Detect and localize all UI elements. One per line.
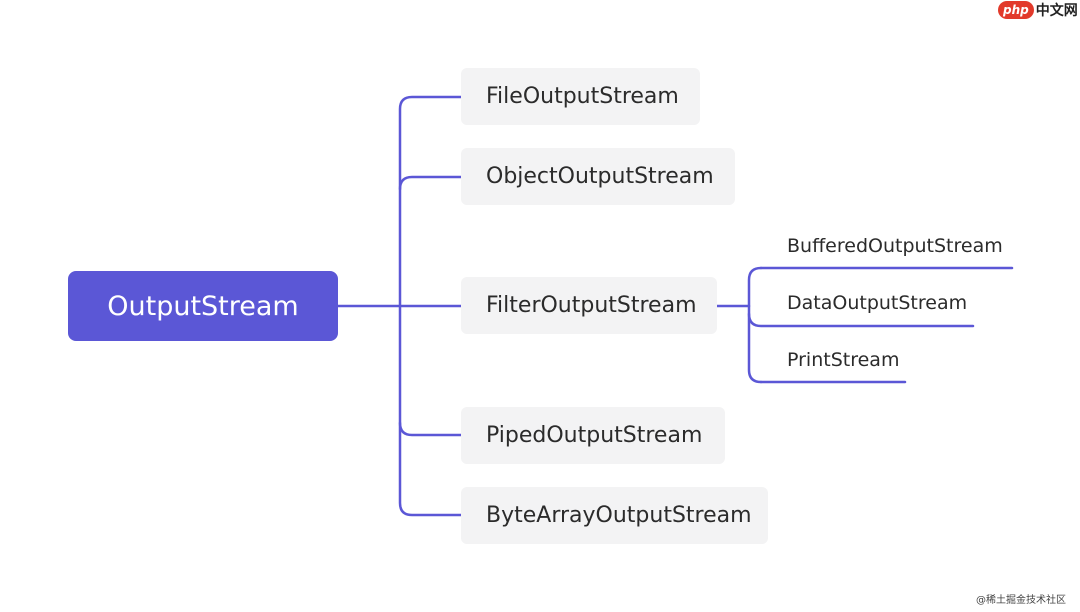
- node-bytearrayoutputstream: ByteArrayOutputStream: [461, 487, 768, 544]
- node-objectoutputstream: ObjectOutputStream: [461, 148, 735, 205]
- node-pipedoutputstream: PipedOutputStream: [461, 407, 725, 464]
- connector-child-piped: [398, 421, 463, 437]
- node-filteroutputstream: FilterOutputStream: [461, 277, 717, 334]
- root-node-outputstream: OutputStream: [68, 271, 338, 341]
- node-label: ByteArrayOutputStream: [486, 503, 752, 528]
- leaf-label: DataOutputStream: [787, 292, 968, 314]
- connector-child-object: [398, 175, 463, 191]
- leaf-printstream: PrintStream: [787, 346, 899, 374]
- node-fileoutputstream: FileOutputStream: [461, 68, 700, 125]
- connector-leaf-data: [747, 312, 975, 328]
- root-node-label: OutputStream: [107, 290, 299, 322]
- php-watermark: php 中文网: [998, 0, 1078, 20]
- connector-filter-trunk: [747, 266, 763, 384]
- leaf-bufferedoutputstream: BufferedOutputStream: [787, 232, 1003, 260]
- leaf-label: PrintStream: [787, 349, 900, 371]
- node-label: FilterOutputStream: [486, 293, 697, 318]
- connector-trunk: [398, 95, 463, 517]
- php-site-text: 中文网: [1035, 3, 1078, 19]
- node-label: ObjectOutputStream: [486, 164, 714, 189]
- juejin-watermark: @稀土掘金技术社区: [976, 595, 1066, 606]
- php-logo-badge: php: [998, 1, 1034, 19]
- leaf-dataoutputstream: DataOutputStream: [787, 289, 967, 317]
- leaf-label: BufferedOutputStream: [787, 235, 1003, 257]
- node-label: PipedOutputStream: [486, 423, 703, 448]
- node-label: FileOutputStream: [486, 84, 679, 109]
